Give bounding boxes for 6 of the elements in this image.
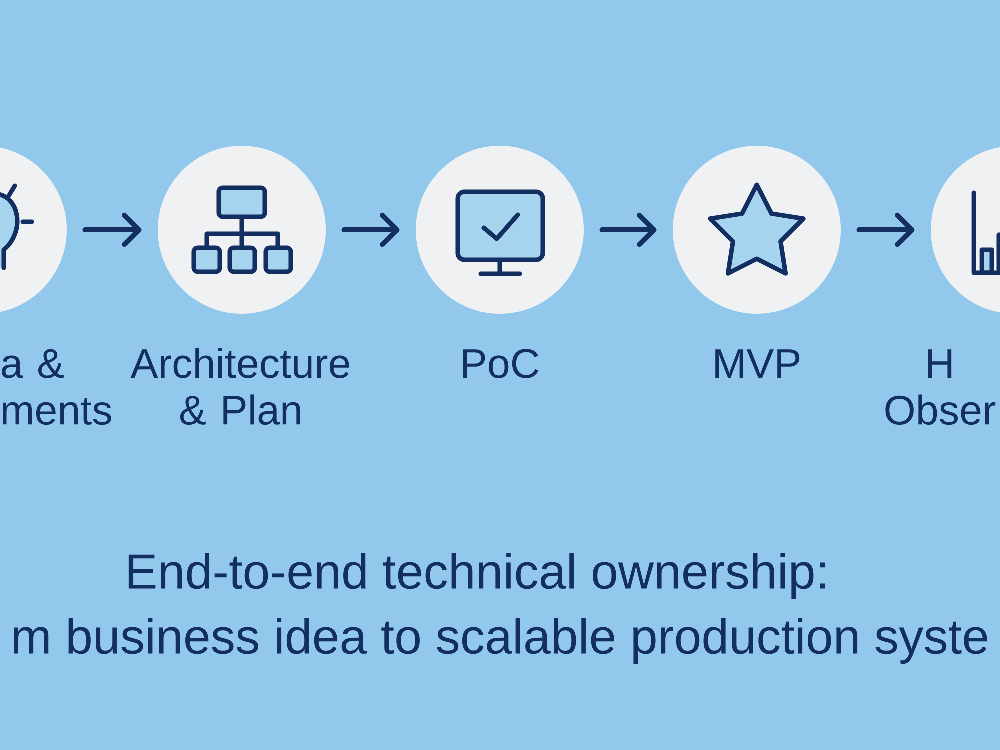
step-label: Architecture & Plan [130, 348, 350, 426]
step-label: PoC [463, 349, 539, 378]
step-label: H Obser [886, 350, 996, 426]
step-label: a & ments [2, 349, 112, 426]
caption-text: End-to-end technical ownership: m business idea to scalable production syste [14, 553, 988, 664]
step-label: MVP [716, 350, 800, 378]
